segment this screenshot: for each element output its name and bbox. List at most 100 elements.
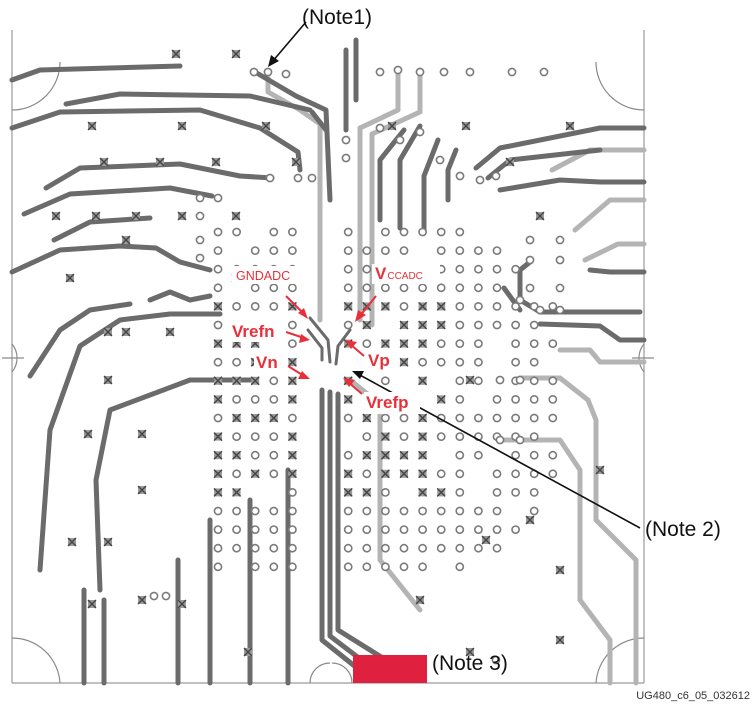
via-open [250,525,260,534]
via-open [343,450,353,460]
via-open [232,506,241,516]
via-open [399,301,409,311]
via-open [213,283,223,293]
via-open [436,543,446,553]
via-filled [418,376,428,386]
via-filled [595,465,605,475]
via-filled [287,357,297,367]
via-open [343,320,353,330]
via-filled [362,413,372,423]
via-filled [555,635,565,645]
via-array [51,49,605,665]
via-open [362,543,372,553]
via-open [250,432,260,441]
via-filled [418,487,428,497]
via-open [232,432,241,441]
via-open [529,357,539,367]
via-open [548,301,558,311]
via-open [455,562,465,572]
via-open [380,487,390,497]
via-open [436,246,446,255]
via-open [250,246,260,255]
via-open [492,394,502,404]
via-open [399,432,409,441]
via-filled [399,357,409,367]
via-open [515,295,525,305]
label-vccadc: VCCADC [375,264,423,283]
via-open [418,525,427,534]
via-filled [103,537,113,547]
via-filled [232,413,242,423]
via-open [213,357,223,367]
via-filled [211,157,221,167]
via-open [455,301,465,311]
via-open [269,525,279,534]
via-open [492,246,502,255]
label-vrefn: Vrefn [232,322,275,341]
via-open [343,283,353,293]
label-vp: Vp [368,351,390,370]
via-open [455,525,465,534]
via-open [473,246,483,255]
via-open [380,227,390,237]
via-filled [250,376,260,386]
via-open [287,320,297,330]
via-open [511,469,520,479]
signal-labels: GNDADC VCCADC Vrefn Vn Vp Vrefp [230,264,440,414]
figure-id: UG480_c6_05_032612 [636,690,750,702]
via-open [195,211,205,221]
via-open [269,469,279,479]
via-open [149,591,159,601]
via-open [455,543,465,553]
via-open [287,525,297,534]
via-open [269,246,279,255]
via-open [492,506,502,516]
board-frame [11,30,645,684]
via-filled [137,429,147,439]
via-filled [232,487,242,497]
via-open [213,413,223,423]
via-open [380,413,390,423]
via-open [439,67,449,77]
via-open [548,394,558,404]
via-open [529,432,539,441]
via-open [436,283,446,293]
via-open [287,413,297,423]
via-open [395,135,405,145]
via-open [399,227,409,237]
via-open [399,246,409,255]
via-filled [362,320,372,330]
via-open [269,432,279,441]
via-open [293,173,303,183]
via-open [507,67,517,77]
via-filled [399,450,409,460]
via-open [455,339,465,348]
via-filled [243,647,253,657]
via-open [343,543,353,553]
via-open [455,487,465,497]
via-open [455,283,465,293]
via-open [161,591,171,601]
via-filled [177,121,187,131]
via-open [380,283,390,293]
via-open [492,469,502,479]
via-open [399,506,409,516]
via-open [343,413,353,423]
via-open [455,357,465,367]
via-open [265,173,275,183]
via-filled [213,469,223,479]
via-open [455,320,465,330]
via-open [492,413,502,423]
via-open [475,175,485,185]
via-open [492,283,502,293]
via-open [399,283,409,293]
via-open [249,67,259,77]
via-open [511,525,520,534]
analog-traces [306,316,352,366]
via-open [492,543,502,553]
via-open [250,301,260,311]
via-open [511,450,520,460]
via-open [492,487,502,497]
via-filled [387,121,397,131]
